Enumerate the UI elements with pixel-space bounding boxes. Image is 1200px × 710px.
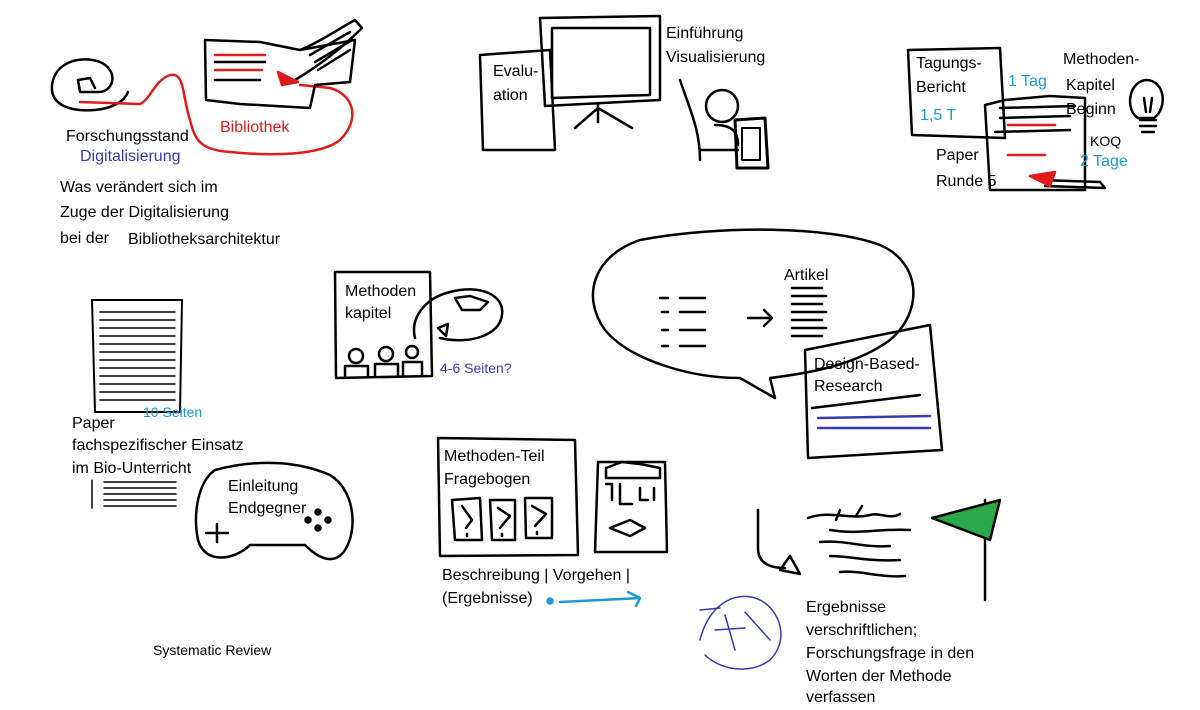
label-methodenkapitel-1: Methoden	[345, 283, 417, 300]
red-path-doodle	[78, 73, 354, 156]
map-doodle	[699, 595, 782, 670]
label-bio-unterricht: im Bio-Unterricht	[72, 460, 192, 477]
label-forschungsstand: Forschungsstand	[66, 128, 189, 145]
methoden-teil-box	[436, 436, 580, 558]
questionnaire-sheet-icon	[593, 460, 669, 554]
blue-pen-icon	[546, 590, 642, 608]
label-worten-methode: Worten der Methode	[806, 668, 952, 685]
label-bibliothek: Bibliothek	[220, 119, 290, 136]
label-kapitel: Kapitel	[1066, 77, 1115, 94]
thought-bubble-icon	[412, 288, 504, 342]
label-ergebnisse-paren: (Ergebnisse)	[442, 590, 533, 607]
label-two-days: 2 Tage	[1080, 153, 1128, 170]
label-visualisierung: Visualisierung	[666, 49, 766, 66]
label-verschriftlichen: verschriftlichen;	[806, 622, 918, 639]
label-bericht: Bericht	[916, 79, 966, 96]
label-ten-pages: 10 Seiten	[143, 404, 203, 420]
label-fachspezifisch: fachspezifischer Einsatz	[72, 437, 244, 454]
tagungsbericht-paper	[906, 46, 1007, 140]
label-one-day: 1 Tag	[1008, 73, 1047, 90]
label-evaluation-1: Evalu-	[493, 63, 539, 80]
label-koq: KOQ	[1090, 133, 1122, 149]
long-paper-icon	[91, 299, 183, 413]
book-icon	[203, 18, 364, 110]
methodenkapitel-box	[333, 270, 434, 380]
label-question-line3: bei der	[60, 230, 109, 247]
speech-bubble	[591, 228, 915, 400]
label-paper-left: Paper	[72, 415, 115, 432]
green-flag-icon	[930, 498, 1002, 602]
label-dbr-2: Research	[814, 378, 883, 395]
label-methodenkapitel-2: kapitel	[345, 305, 392, 322]
spiral-doodle	[50, 58, 130, 112]
lightbulb-icon	[1128, 78, 1164, 134]
label-beschreibung: Beschreibung | Vorgehen |	[442, 567, 630, 584]
label-duration-1-5: 1,5 T	[920, 107, 957, 124]
label-evaluation-2: ation	[493, 87, 528, 104]
person-with-tablet-icon	[678, 78, 770, 170]
label-endgegner: Endgegner	[228, 500, 307, 517]
dbr-paper	[803, 323, 944, 460]
plant-roots-icon	[756, 504, 912, 578]
label-methoden-teil: Methoden-Teil	[444, 448, 545, 465]
label-question-line1: Was verändert sich im	[60, 179, 218, 196]
presentation-board-icon	[538, 14, 662, 130]
label-forschungsfrage: Forschungsfrage in den	[806, 645, 975, 662]
label-runde: Runde 5	[936, 173, 997, 190]
paper-stack-icon	[983, 94, 1107, 192]
label-systematic-review: Systematic Review	[153, 642, 272, 658]
label-paper-topright: Paper	[936, 147, 979, 164]
label-methoden: Methoden-	[1063, 51, 1140, 68]
evaluation-paper	[478, 48, 557, 152]
label-fragebogen: Fragebogen	[444, 471, 531, 488]
label-question-line2: Zuge der Digitalisierung	[60, 204, 229, 221]
label-digitalisierung: Digitalisierung	[80, 148, 181, 165]
small-paper-lines	[91, 479, 177, 509]
label-einleitung: Einleitung	[228, 478, 299, 495]
label-beginn: Beginn	[1066, 101, 1116, 118]
label-artikel: Artikel	[784, 267, 829, 284]
label-dbr-1: Design-Based-	[814, 356, 920, 373]
label-pages-question: 4-6 Seiten?	[440, 360, 512, 376]
label-ergebnisse: Ergebnisse	[806, 599, 887, 616]
label-verfassen: verfassen	[806, 689, 876, 706]
gamepad-icon	[194, 461, 354, 561]
label-bibliotheksarchitektur: Bibliotheksarchitektur	[128, 231, 281, 248]
label-tagungs: Tagungs-	[916, 55, 982, 72]
label-einfuehrung: Einführung	[666, 25, 744, 42]
